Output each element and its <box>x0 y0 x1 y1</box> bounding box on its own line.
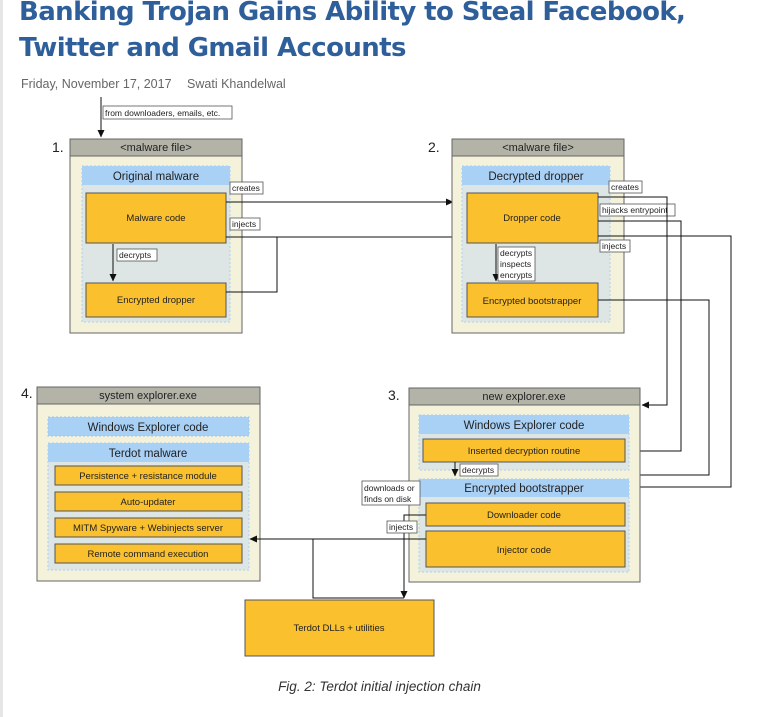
encrypted-bootstrapper-block <box>466 282 599 318</box>
stage-2-blue-text: Decrypted dropper <box>488 171 583 183</box>
terdot-dlls-box <box>244 599 435 657</box>
module-remote-command <box>54 543 243 564</box>
stage-2-header-text: <malware file> <box>502 142 574 154</box>
figure-caption: Fig. 2: Terdot initial injection chain <box>278 679 481 694</box>
module-mitm-spyware <box>54 517 243 538</box>
stage-2-encrypts-text: encrypts <box>500 270 532 280</box>
inserted-decryption-text: Inserted decryption routine <box>468 446 580 457</box>
encrypted-bootstrapper-text: Encrypted bootstrapper <box>483 296 582 307</box>
stage-1-header-text: <malware file> <box>120 142 192 154</box>
encrypted-dropper-block <box>85 282 227 318</box>
stage-1-creates-label <box>229 181 264 195</box>
malware-code-block <box>85 192 227 244</box>
source-label-text: from downloaders, emails, etc. <box>105 108 220 118</box>
stage-1-injects-text: injects <box>232 219 256 229</box>
downloader-code-text: Downloader code <box>487 510 561 521</box>
stage-1-blue-label <box>82 166 230 185</box>
stage-3-bootstrapper-label <box>419 479 629 497</box>
stage-3-decrypts-text: decrypts <box>462 465 494 475</box>
article-author[interactable]: Swati Khandelwal <box>187 77 286 91</box>
injector-code-block <box>425 530 626 568</box>
stage-4-terdot-label <box>48 443 249 462</box>
stage-3: 3. new explorer.exe Windows Explorer cod… <box>388 387 641 583</box>
stage-2-blue-label <box>462 166 610 185</box>
module-persistence-text: Persistence + resistance module <box>79 471 217 482</box>
source-label <box>102 105 233 120</box>
downloads-text-1: downloads or <box>364 483 415 493</box>
encrypted-dropper-text: Encrypted dropper <box>117 295 195 306</box>
module-persistence <box>54 465 243 486</box>
stage-4: 4. system explorer.exe Windows Explorer … <box>21 385 261 582</box>
module-auto-updater <box>54 491 243 512</box>
stage-1-creates-text: creates <box>232 183 260 193</box>
source-arrow-group: from downloaders, emails, etc. <box>97 97 233 138</box>
bootstrapper-to-injects-line <box>598 299 710 476</box>
article-date: Friday, November 17, 2017 <box>21 77 172 91</box>
stage-2-inspects-text: inspects <box>500 259 531 269</box>
creates-arrow-2-3 <box>598 196 668 409</box>
terdot-dlls-text: Terdot DLLs + utilities <box>293 623 384 634</box>
stage-2-ops-label <box>497 246 536 282</box>
stage-4-explorer-label <box>47 416 250 437</box>
stage-2-creates-text: creates <box>611 182 639 192</box>
stage-2-hijacks-label <box>599 203 676 217</box>
stage-4-number: 4. <box>21 385 33 401</box>
stage-2-number: 2. <box>428 139 440 155</box>
stage-3-injects-label <box>386 520 418 534</box>
stage-4-header <box>36 386 261 405</box>
dll-to-injects-line <box>312 539 404 599</box>
injects-arrow-2-3 <box>598 235 732 491</box>
stage-3-header <box>408 387 641 406</box>
stage-3-header-text: new explorer.exe <box>482 391 565 403</box>
dropper-code-block <box>466 192 599 244</box>
stage-2-header <box>451 138 625 157</box>
inserted-decryption-block <box>422 438 626 463</box>
module-remote-command-text: Remote command execution <box>88 549 209 560</box>
module-mitm-spyware-text: MITM Spyware + Webinjects server <box>73 523 223 534</box>
downloads-arrow <box>400 514 426 599</box>
stage-2-decrypts-text: decrypts <box>500 248 532 258</box>
stage-2: 2. <malware file> Decrypted dropper Drop… <box>428 138 676 334</box>
article-title[interactable]: Banking Trojan Gains Ability to Steal Fa… <box>19 0 686 63</box>
module-auto-updater-text: Auto-updater <box>121 497 176 508</box>
downloads-label <box>361 480 421 506</box>
hijacks-arrow-2-3 <box>598 220 682 455</box>
stage-2-hijacks-text: hijacks entrypoint <box>602 205 668 215</box>
stage-1: 1. <malware file> Original malware Malwa… <box>52 138 264 334</box>
stage-4-terdot-text: Terdot malware <box>109 448 188 460</box>
stage-3-bootstrapper-text: Encrypted bootstrapper <box>464 483 584 495</box>
article-meta: Friday, November 17, 2017 Swati Khandelw… <box>21 77 286 91</box>
dropper-to-injects-line <box>226 237 278 293</box>
stage-2-injects-label <box>599 239 631 253</box>
stage-1-decrypts-label <box>116 248 158 262</box>
stage-2-injects-text: injects <box>602 241 626 251</box>
stage-1-number: 1. <box>52 139 64 155</box>
stage-1-injects-label <box>229 217 261 231</box>
stage-3-explorer-text: Windows Explorer code <box>464 420 585 432</box>
stage-4-header-text: system explorer.exe <box>99 390 197 402</box>
stage-3-number: 3. <box>388 387 400 403</box>
stage-4-explorer-text: Windows Explorer code <box>88 422 209 434</box>
stage-3-injects-text: injects <box>389 522 413 532</box>
downloads-text-2: finds on disk <box>364 494 412 504</box>
malware-code-text: Malware code <box>126 213 185 224</box>
left-border <box>0 0 3 717</box>
stage-3-explorer-label <box>419 415 629 434</box>
stage-3-decrypts-label <box>459 463 499 477</box>
injector-code-text: Injector code <box>497 545 551 556</box>
stage-2-creates-label <box>608 180 643 194</box>
stage-1-header <box>69 138 243 157</box>
stage-1-decrypts-text: decrypts <box>119 250 151 260</box>
dropper-code-text: Dropper code <box>503 213 561 224</box>
stage-1-blue-text: Original malware <box>113 171 199 183</box>
